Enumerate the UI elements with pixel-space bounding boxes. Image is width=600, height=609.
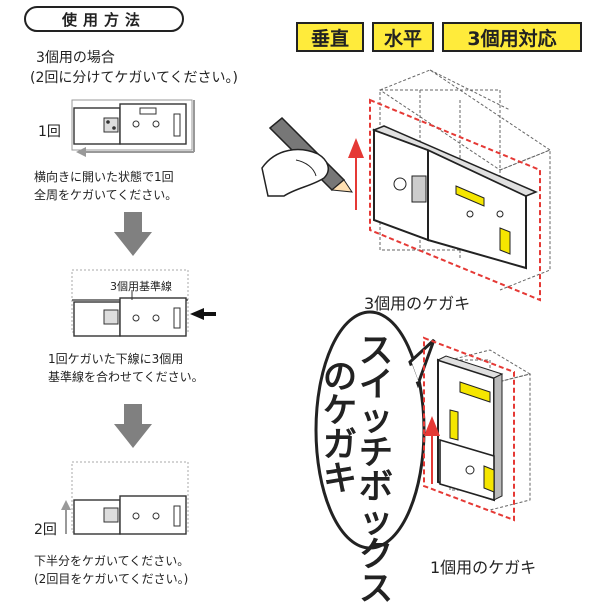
- single-caption: 1個用のケガキ: [430, 558, 537, 577]
- step2-text-line2: 基準線を合わせてください。: [48, 370, 204, 384]
- step1-text-line1: 横向きに開いた状態で1回: [34, 170, 174, 184]
- step2-gauge: [71, 269, 216, 337]
- arrow-left-icon: [76, 147, 86, 157]
- step2-text-line1: 1回ケガいた下線に3個用: [48, 352, 184, 366]
- step3-label: 2回: [34, 522, 57, 538]
- step1-label: 1回: [38, 124, 61, 140]
- badge-vertical: 垂直: [296, 22, 364, 52]
- down-arrow-icon: [114, 212, 152, 256]
- red-arrow-up-icon: [424, 416, 440, 436]
- arrow-up-icon: [61, 500, 71, 510]
- step1-text-line2: 全周をケガいてください。: [34, 188, 178, 202]
- triple-box-illustration: [261, 69, 552, 302]
- red-arrow-up-icon: [348, 138, 364, 158]
- down-arrow-icon: [114, 404, 152, 448]
- step3-gauge: [61, 461, 189, 535]
- heading-line2: (2回に分けてケガいてください。): [30, 70, 238, 86]
- step1-gauge: [71, 99, 195, 157]
- step3-text-line1: 下半分をケガいてください。: [34, 554, 190, 568]
- bubble-text-col2: のケガキ: [323, 357, 357, 499]
- bubble-text-col1: スイッチボックス: [359, 331, 393, 609]
- badge-horizontal: 水平: [372, 22, 434, 52]
- badge-triple: 3個用対応: [442, 22, 582, 52]
- heading-line1: 3個用の場合: [36, 50, 115, 66]
- single-box-illustration: [423, 336, 532, 522]
- step3-text-line2: (2回目をケガいてください。): [34, 572, 189, 586]
- pencil-hand-icon: [261, 116, 354, 197]
- baseline-label: 3個用基準線: [110, 280, 172, 293]
- page-title: 使用方法: [24, 6, 184, 32]
- pointer-arrow-icon: [190, 308, 204, 320]
- triple-caption: 3個用のケガキ: [364, 294, 471, 313]
